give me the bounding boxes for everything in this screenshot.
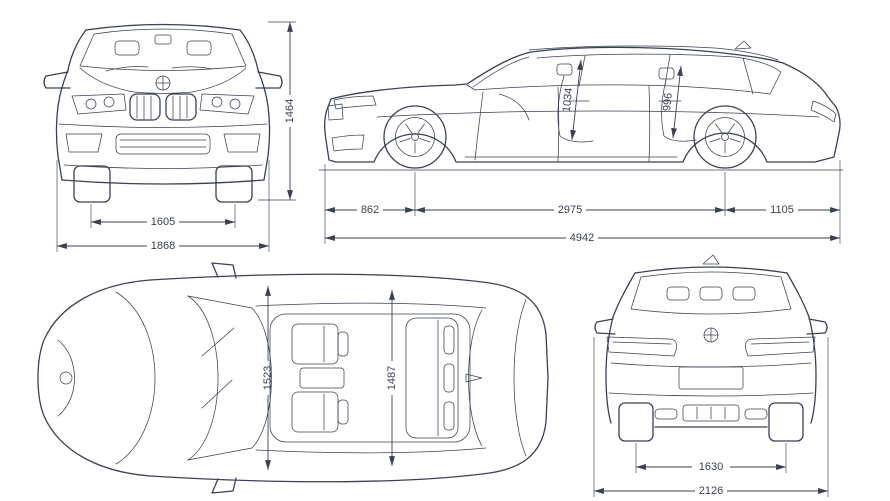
dim-headroom-front: 1034 — [561, 87, 575, 113]
dim-rear-track: 1630 — [699, 461, 723, 473]
dim-overall-width: 1868 — [151, 240, 175, 252]
front-dimensions: 1464 1605 1868 — [56, 21, 296, 252]
front-wheel — [383, 105, 447, 169]
dim-overall-height: 1464 — [284, 99, 296, 123]
top-interior — [291, 317, 459, 439]
side-dimensions: 862 2975 1105 4942 — [324, 160, 841, 244]
top-view-drawing: 1523 1487 — [37, 262, 549, 494]
car-front-outline — [43, 23, 283, 203]
dim-front-overhang: 862 — [361, 204, 379, 216]
dim-front-interior-width: 1523 — [262, 366, 274, 390]
car-side-outline — [324, 40, 841, 163]
dim-rear-interior-width: 1487 — [386, 366, 398, 390]
dim-wheelbase: 2975 — [558, 204, 582, 216]
rear-wheel — [693, 105, 757, 169]
rear-dimensions: 1630 2126 — [593, 337, 829, 497]
rear-view-panel: 1630 2126 — [583, 251, 848, 501]
car-top-outline — [37, 262, 549, 494]
side-view-panel: 1034 996 862 2975 1105 4942 — [315, 10, 850, 250]
dim-width-incl-mirrors: 2126 — [699, 485, 723, 497]
rear-view-drawing: 1630 2126 — [593, 254, 829, 497]
side-view-drawing: 1034 996 862 2975 1105 4942 — [318, 40, 844, 244]
dim-overall-length: 4942 — [570, 232, 594, 244]
top-view-panel: 1523 1487 — [20, 256, 565, 501]
front-view-panel: 1464 1605 1868 — [38, 10, 303, 258]
dim-front-track: 1605 — [151, 216, 175, 228]
car-rear-outline — [594, 254, 828, 442]
top-dimensions: 1523 1487 — [262, 286, 398, 470]
dim-rear-overhang: 1105 — [770, 204, 794, 216]
front-view-drawing: 1464 1605 1868 — [43, 21, 296, 252]
side-interior-dimensions: 1034 996 — [561, 59, 683, 141]
dim-headroom-rear: 996 — [661, 92, 675, 112]
